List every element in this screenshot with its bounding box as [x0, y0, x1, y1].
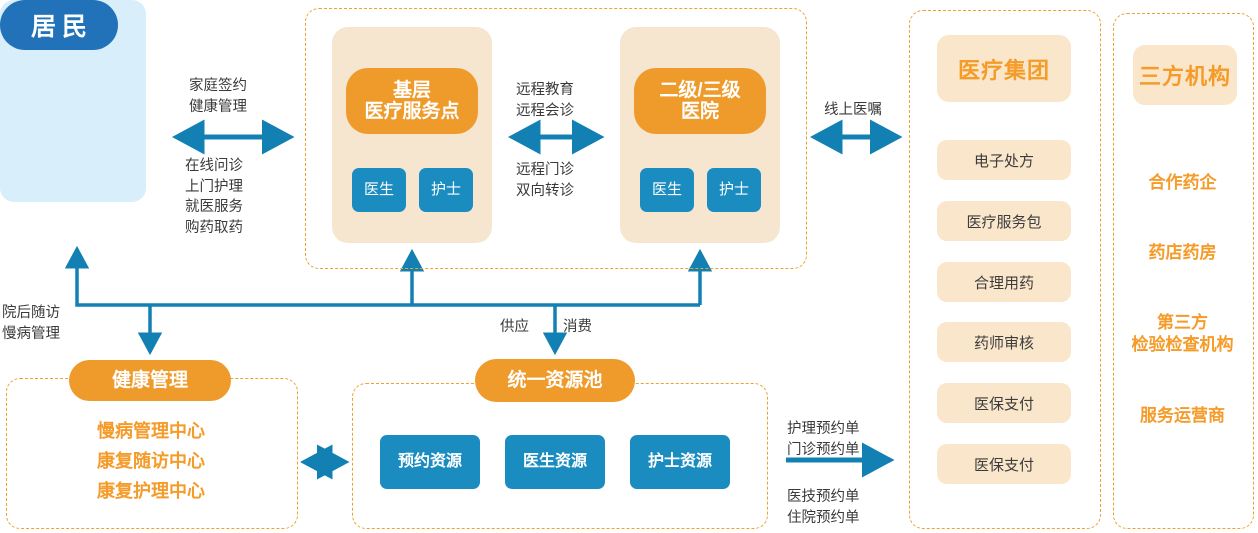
- medical-group-panel: [909, 10, 1101, 529]
- hospital-role-doctor[interactable]: 医生: [640, 168, 694, 212]
- label-health-follow-up: 院后随访 慢病管理: [2, 305, 60, 342]
- label-pool-group-bottom: 医技预约单 住院预约单: [787, 489, 860, 526]
- third-party-item[interactable]: 合作药企: [1148, 173, 1217, 192]
- health-management-header: 健康管理: [69, 360, 231, 401]
- medical-group-header: 医疗集团: [937, 35, 1071, 102]
- resident-card[interactable]: 居民: [0, 0, 146, 202]
- third-party-item[interactable]: 药店药房: [1148, 243, 1217, 262]
- hospital-role-nurse[interactable]: 护士: [707, 168, 761, 212]
- resident-label: 居民: [0, 0, 118, 50]
- hospital-title: 二级/三级 医院: [634, 68, 766, 134]
- medical-group-item[interactable]: 医保支付: [937, 383, 1071, 423]
- health-management-item[interactable]: 康复随访中心: [97, 451, 205, 471]
- third-party-header: 三方机构: [1133, 45, 1237, 105]
- label-resident-clinic-top: 家庭签约 健康管理: [189, 78, 247, 115]
- resource-pool-item[interactable]: 护士资源: [630, 435, 730, 489]
- resource-pool-item[interactable]: 预约资源: [380, 435, 480, 489]
- health-management-item[interactable]: 康复护理中心: [97, 481, 205, 501]
- resource-pool-item[interactable]: 医生资源: [505, 435, 605, 489]
- care-provider-group: [305, 8, 807, 269]
- medical-group-item[interactable]: 医保支付: [937, 444, 1071, 484]
- medical-group-item[interactable]: 电子处方: [937, 140, 1071, 180]
- medical-group-item[interactable]: 合理用药: [937, 262, 1071, 302]
- label-consume: 消费: [563, 319, 592, 335]
- label-pool-group-top: 护理预约单 门诊预约单: [787, 421, 860, 458]
- grassroots-role-doctor[interactable]: 医生: [352, 168, 406, 212]
- health-management-item[interactable]: 慢病管理中心: [97, 421, 205, 441]
- grassroots-title: 基层 医疗服务点: [346, 68, 478, 134]
- third-party-panel: [1113, 13, 1254, 529]
- medical-group-item[interactable]: 药师审核: [937, 322, 1071, 362]
- label-supply: 供应: [500, 319, 529, 335]
- third-party-item[interactable]: 第三方 检验检查机构: [1131, 313, 1234, 355]
- medical-group-item[interactable]: 医疗服务包: [937, 201, 1071, 241]
- grassroots-role-nurse[interactable]: 护士: [419, 168, 473, 212]
- label-clinic-hospital-top: 远程教育 远程会诊: [516, 82, 574, 119]
- label-resident-clinic-bottom: 在线问诊 上门护理 就医服务 购药取药: [185, 158, 243, 236]
- third-party-item[interactable]: 服务运营商: [1140, 406, 1225, 425]
- label-clinic-hospital-bottom: 远程门诊 双向转诊: [516, 162, 574, 199]
- label-hospital-group: 线上医嘱: [824, 102, 882, 118]
- resource-pool-header: 统一资源池: [475, 359, 635, 402]
